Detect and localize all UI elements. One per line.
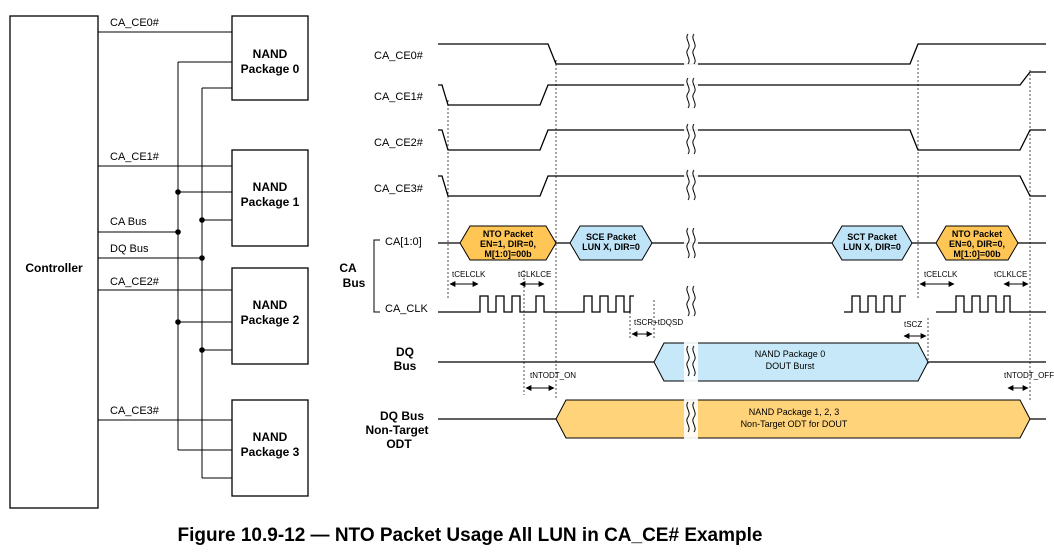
nto1-line3: M[1:0]=00b [484, 249, 532, 259]
dq-junction-1 [199, 217, 205, 223]
row-ce2-label: CA_CE2# [374, 137, 424, 149]
nto2-line1: NTO Packet [952, 229, 1002, 239]
row-nt-line3: ODT [386, 437, 412, 451]
waveform-ce3 [438, 175, 1046, 197]
dq-burst-line1: NAND Package 0 [755, 349, 826, 359]
row-dq-line1: DQ [396, 345, 414, 359]
nto1-line2: EN=1, DIR=0, [480, 239, 536, 249]
odt-burst-line2: Non-Target ODT for DOUT [741, 419, 848, 429]
ce0-label: CA_CE0# [110, 17, 160, 29]
ca-junction-2 [175, 229, 181, 235]
ce1-label: CA_CE1# [110, 151, 160, 163]
waveform-ce0 [438, 43, 1046, 65]
param-tntodt-on: tNTODT_ON [530, 371, 576, 380]
timing-reference-lines [447, 60, 1031, 400]
dq-bus-label: DQ Bus [110, 243, 149, 255]
package-1-line1: NAND [253, 180, 288, 194]
sct-packet [831, 225, 913, 261]
param-tcelclk-2: tCELCLK [924, 270, 958, 279]
time-break-marker [684, 32, 698, 444]
waveform-ca-clk [438, 295, 1046, 313]
package-2-line2: Package 2 [241, 313, 300, 327]
controller-box [9, 15, 99, 509]
ca-junction-1 [175, 189, 181, 195]
dq-junction-3 [199, 347, 205, 353]
row-ce3-label: CA_CE3# [374, 183, 424, 195]
nto1-line1: NTO Packet [483, 229, 533, 239]
nto2-line3: M[1:0]=00b [953, 249, 1001, 259]
nto-packet-2 [935, 225, 1019, 261]
dq-junction-2 [199, 255, 205, 261]
param-tcelclk-1: tCELCLK [452, 270, 486, 279]
figure-caption: Figure 10.9-12 — NTO Packet Usage All LU… [178, 525, 763, 546]
row-ce0-label: CA_CE0# [374, 50, 424, 62]
package-0-line1: NAND [253, 47, 288, 61]
sce-packet [569, 225, 653, 261]
package-2-line1: NAND [253, 298, 288, 312]
param-tclklce-1: tCLKLCE [518, 270, 551, 279]
sce-line1: SCE Packet [586, 232, 636, 242]
timing-diagram: CA_CE0# CA_CE1# CA_CE2# CA_CE3# CA[1:0] … [339, 32, 1054, 451]
dq-dout-burst [653, 342, 929, 382]
nand-package-3-box [231, 399, 309, 497]
timing-arrows [449, 281, 1029, 391]
param-tntodt-off: tNTODT_OFF [1004, 371, 1054, 380]
nand-package-2-box [231, 267, 309, 365]
ca-bus-taps [178, 61, 232, 451]
nand-package-0-box [231, 15, 309, 101]
package-3-line1: NAND [253, 430, 288, 444]
row-nt-line2: Non-Target [365, 423, 428, 437]
nand-package-1-box [231, 149, 309, 247]
block-diagram: Controller NAND Package 0 NAND Package 1… [9, 15, 309, 509]
param-tscz: tSCZ [904, 320, 922, 329]
package-0-line2: Package 0 [241, 62, 300, 76]
waveform-ce1 [438, 71, 1046, 106]
waveform-ce2 [438, 129, 1046, 151]
sct-line1: SCT Packet [847, 232, 897, 242]
sct-line2: LUN X, DIR=0 [843, 242, 901, 252]
param-tclklce-2: tCLKLCE [994, 270, 1027, 279]
ca-bus-bracket [373, 239, 380, 313]
row-dq-line2: Bus [394, 359, 417, 373]
package-1-line2: Package 1 [241, 195, 300, 209]
row-caclk-label: CA_CLK [385, 303, 428, 315]
dq-bus-taps [202, 87, 232, 479]
row-ca10-label: CA[1:0] [385, 236, 422, 248]
nto-packet-1 [459, 225, 557, 261]
ca-bus-label: CA Bus [110, 216, 147, 228]
row-ce1-label: CA_CE1# [374, 91, 424, 103]
package-3-line2: Package 3 [241, 445, 300, 459]
odt-burst [555, 399, 1031, 439]
sce-line2: LUN X, DIR=0 [582, 242, 640, 252]
row-nt-line1: DQ Bus [380, 409, 424, 423]
nto2-line2: EN=0, DIR=0, [949, 239, 1005, 249]
ca-bus-group-line1: CA [339, 261, 357, 275]
ca-junction-3 [175, 319, 181, 325]
odt-burst-line1: NAND Package 1, 2, 3 [749, 407, 840, 417]
controller-label: Controller [25, 261, 83, 275]
ce3-label: CA_CE3# [110, 405, 160, 417]
dq-burst-line2: DOUT Burst [766, 361, 815, 371]
param-tscr: tSCR+tDQSD [634, 318, 683, 327]
ca-bus-group-line2: Bus [343, 276, 366, 290]
ce2-label: CA_CE2# [110, 276, 160, 288]
